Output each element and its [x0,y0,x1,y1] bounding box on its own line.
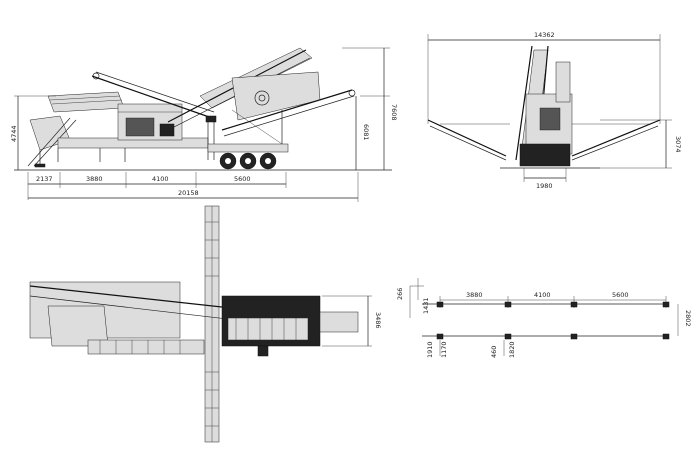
plan-left-upper-a: 266 [396,288,404,300]
support-plan [409,278,679,356]
plan-span-3: 5600 [612,291,629,299]
front-base-width: 1980 [536,182,553,190]
side-dim-5600: 5600 [234,175,251,183]
side-overall-length: 20158 [178,189,199,197]
plan-span-2: 4100 [534,291,551,299]
plan-mid-lower-a: 460 [490,346,498,358]
side-height-mid: 6081 [362,124,370,141]
plan-mid-lower-b: 1820 [508,341,516,358]
plan-left-lower-b: 1170 [440,341,448,358]
top-view [29,205,372,443]
plan-left-upper-b: 1431 [422,297,430,314]
side-height-left: 4744 [10,125,18,142]
side-dim-2137: 2137 [36,175,53,183]
front-side-height: 3074 [674,136,682,153]
front-overall-width: 14362 [534,31,555,39]
front-view [427,34,672,182]
side-dim-4100: 4100 [152,175,169,183]
plan-span-1: 3880 [466,291,483,299]
side-dim-3880: 3880 [86,175,103,183]
side-view [14,47,392,202]
plan-left-lower-a: 1910 [426,341,434,358]
plan-right-gauge: 2802 [684,310,692,327]
top-width-dim: 3486 [374,312,382,329]
side-height-total: 7608 [390,104,398,121]
